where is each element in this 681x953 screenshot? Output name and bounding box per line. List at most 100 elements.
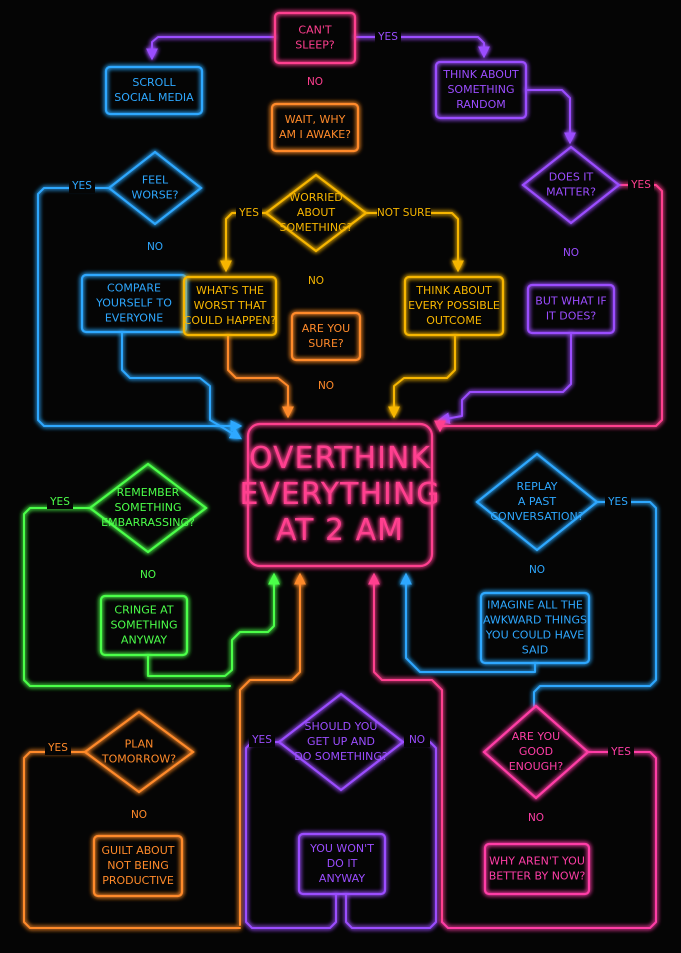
connector-2 <box>146 36 276 61</box>
node-box <box>297 832 387 896</box>
edge-label-bg <box>69 179 95 193</box>
connector-28 <box>23 751 241 929</box>
edge-label-yes: YES <box>610 746 631 758</box>
edge-label-no: NO <box>528 812 544 824</box>
connector-9 <box>220 212 267 273</box>
edge-label-no: NO <box>307 76 323 88</box>
node-box <box>434 60 528 120</box>
connector-26 <box>400 572 536 673</box>
connector-13 <box>227 334 294 419</box>
edge-label-bg <box>523 811 549 825</box>
node-box <box>80 273 188 334</box>
connector-24 <box>533 501 657 707</box>
edge-label-bg <box>558 246 584 260</box>
node-box <box>92 834 184 898</box>
decision-diamond <box>264 173 368 253</box>
connector-14 <box>388 334 456 419</box>
connector-36 <box>441 751 657 929</box>
edge-label-yes: YES <box>630 179 651 191</box>
edge-label-no: NO <box>308 275 324 287</box>
decision-diamond <box>521 145 621 225</box>
connector-10 <box>365 212 464 273</box>
decision-diamond <box>88 462 208 554</box>
edge-label-yes: YES <box>47 742 68 754</box>
edge-label-bg <box>313 379 339 393</box>
edge-label-bg <box>47 495 73 509</box>
edge-label-bg <box>377 206 431 220</box>
edge-label-no: NO <box>409 734 425 746</box>
edge-label-bg <box>249 733 275 747</box>
connector-layer <box>23 36 663 929</box>
edge-label-bg <box>605 495 631 509</box>
edge-label-bg <box>302 75 328 89</box>
edge-label-bg <box>236 206 262 220</box>
decision-diamond <box>475 452 599 552</box>
node-box <box>273 11 357 65</box>
connector-15 <box>525 89 576 145</box>
edge-label-bg <box>608 745 634 759</box>
edge-label-yes: YES <box>251 734 272 746</box>
edge-label-no: NO <box>131 809 147 821</box>
edge-label-bg <box>524 563 550 577</box>
node-box <box>479 591 591 665</box>
node-box <box>182 275 278 337</box>
decision-diamond <box>107 150 203 226</box>
node-box <box>483 842 591 896</box>
connector-20 <box>23 507 231 687</box>
node-box <box>246 422 434 568</box>
edge-label-bg <box>45 741 71 755</box>
edge-label-bg <box>142 240 168 254</box>
edge-label-bg <box>135 568 161 582</box>
node-box <box>290 311 362 362</box>
edge-label-no: NO <box>140 569 156 581</box>
edge-label-bg <box>404 733 430 747</box>
edge-label-yes: YES <box>238 207 259 219</box>
connector-7 <box>121 331 243 440</box>
node-box <box>526 283 616 335</box>
edge-label-no: NO <box>529 564 545 576</box>
node-box <box>270 102 360 153</box>
decision-diamond <box>83 710 195 794</box>
node-box <box>99 594 189 657</box>
edge-label-no: NO <box>147 241 163 253</box>
edge-label-no: NO <box>563 247 579 259</box>
connector-22 <box>147 572 280 677</box>
